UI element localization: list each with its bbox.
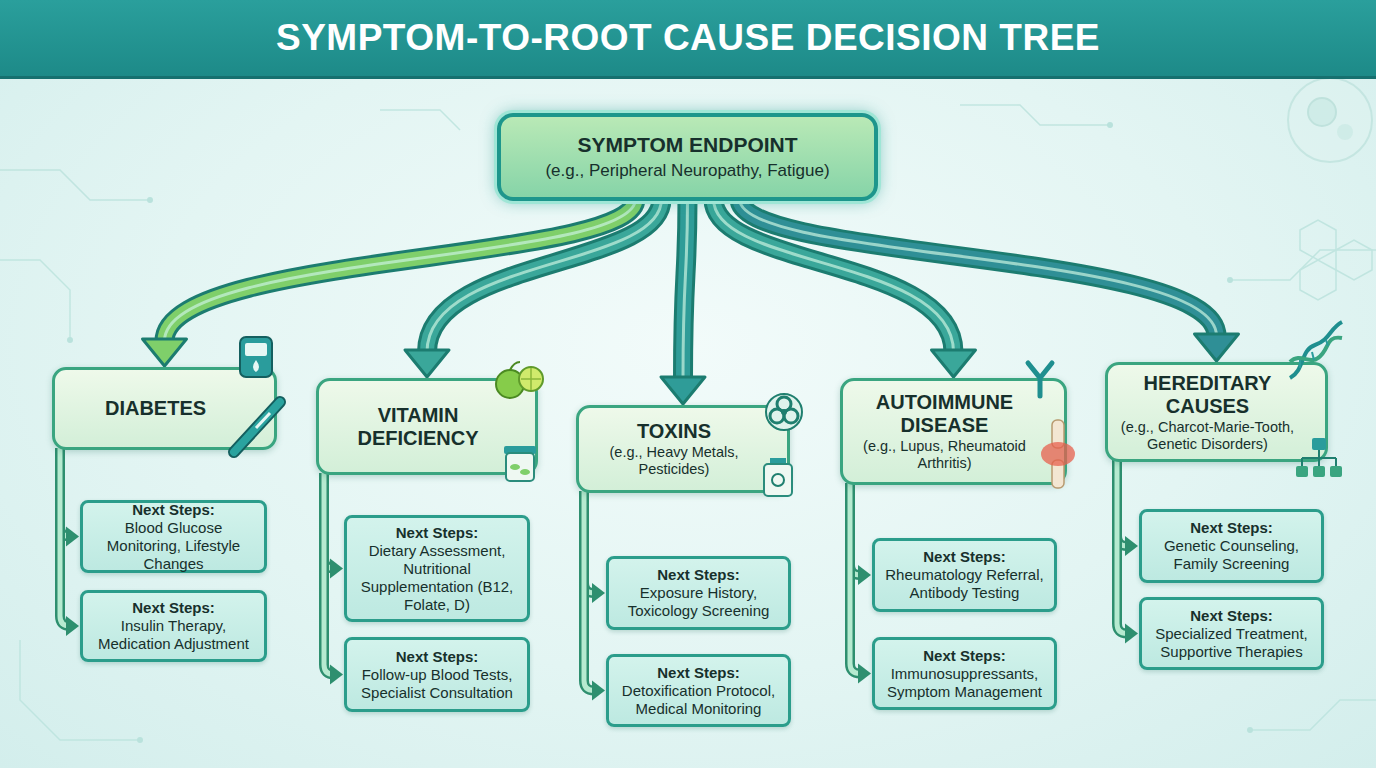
next-step-box: Next Steps:Dietary Assessment, Nutrition…: [344, 515, 530, 622]
node-heading: VITAMIN DEFICIENCY: [327, 404, 509, 450]
arrow-head: [661, 377, 705, 404]
node-body: (e.g., Lupus, Rheumatoid Arthritis): [851, 438, 1038, 472]
connector-arrow: [850, 483, 871, 684]
node-heading: AUTOIMMUNE DISEASE: [851, 391, 1038, 437]
arrow-shaft: [683, 199, 688, 379]
connector-outline: [584, 491, 594, 691]
node-heading: Next Steps:: [132, 501, 215, 519]
next-step-box: Next Steps:Specialized Treatment, Suppor…: [1139, 597, 1324, 670]
arrow-shaft: [740, 199, 1217, 336]
connector-line: [1117, 460, 1127, 634]
cause-box: DIABETES: [52, 367, 277, 450]
next-step-box: Next Steps:Follow-up Blood Tests, Specia…: [344, 637, 530, 712]
next-step-box: Next Steps:Genetic Counseling, Family Sc…: [1139, 509, 1324, 583]
arrow-head: [858, 565, 871, 585]
node-body: Exposure History, Toxicology Screening: [614, 584, 783, 620]
node-heading: SYMPTOM ENDPOINT: [577, 133, 797, 157]
connector-line: [324, 473, 334, 675]
arrow-head: [66, 616, 79, 636]
diagram-title: SYMPTOM-TO-ROOT CAUSE DECISION TREE: [276, 17, 1100, 59]
arrow-head: [592, 681, 605, 701]
node-heading: Next Steps:: [396, 524, 479, 542]
arrow-head: [405, 350, 449, 377]
node-heading: Next Steps:: [1190, 519, 1273, 537]
next-step-box: Next Steps:Immunosuppressants, Symptom M…: [872, 637, 1057, 710]
connector-outline: [1117, 460, 1127, 634]
next-step-box: Next Steps:Detoxification Protocol, Medi…: [606, 654, 791, 727]
arrow-head: [66, 527, 79, 547]
connector-line: [850, 483, 860, 674]
arrow-glow: [683, 199, 688, 379]
connector-arrow: [405, 199, 662, 377]
symptom-box: SYMPTOM ENDPOINT (e.g., Peripheral Neurop…: [497, 113, 878, 201]
node-heading: Next Steps:: [923, 647, 1006, 665]
arrow-glow: [427, 199, 662, 352]
next-step-box: Next Steps:Blood Glucose Monitoring, Lif…: [80, 500, 267, 573]
arrow-head: [143, 339, 187, 366]
connector-arrow: [324, 473, 343, 685]
arrow-head: [932, 350, 976, 377]
connector-arrow: [143, 199, 636, 366]
node-body: (e.g., Heavy Metals, Pesticides): [587, 444, 761, 478]
node-heading: Next Steps:: [657, 566, 740, 584]
connector-arrow: [584, 491, 605, 701]
next-step-box: Next Steps:Exposure History, Toxicology …: [606, 556, 791, 630]
node-body: (e.g., Peripheral Neuropathy, Fatigue): [545, 161, 829, 181]
arrow-head: [1125, 536, 1138, 556]
node-heading: Next Steps:: [1190, 607, 1273, 625]
connector-arrow: [60, 448, 79, 636]
connector-outline: [850, 483, 860, 674]
arrow-head: [1125, 624, 1138, 644]
arrow-glow: [740, 199, 1217, 336]
node-body: Genetic Counseling, Family Screening: [1147, 537, 1316, 573]
next-step-box: Next Steps:Insulin Therapy, Medication A…: [80, 590, 267, 662]
node-heading: Next Steps:: [396, 648, 479, 666]
node-heading: HEREDITARY CAUSES: [1116, 372, 1299, 418]
node-body: Detoxification Protocol, Medical Monitor…: [614, 682, 783, 718]
node-heading: Next Steps:: [132, 599, 215, 617]
connector-line: [584, 491, 594, 691]
arrow-head: [330, 665, 343, 685]
arrow-shaft-outline: [427, 199, 662, 352]
connector-line: [60, 448, 70, 626]
node-heading: Next Steps:: [657, 664, 740, 682]
arrow-head: [858, 664, 871, 684]
node-heading: TOXINS: [637, 420, 711, 443]
node-body: Immunosuppressants, Symptom Management: [880, 665, 1049, 701]
connector-arrow: [740, 199, 1239, 361]
connector-outline: [324, 473, 334, 675]
node-body: Insulin Therapy, Medication Adjustment: [88, 617, 259, 653]
node-body: (e.g., Charcot-Marie-Tooth, Genetic Diso…: [1116, 419, 1299, 453]
arrow-shaft: [427, 199, 662, 352]
node-body: Follow-up Blood Tests, Specialist Consul…: [352, 666, 522, 702]
node-body: Dietary Assessment, Nutritional Suppleme…: [352, 542, 522, 614]
connector-arrow: [661, 199, 705, 404]
cause-box: HEREDITARY CAUSES(e.g., Charcot-Marie-To…: [1105, 362, 1328, 462]
connector-outline: [60, 448, 70, 626]
title-band: SYMPTOM-TO-ROOT CAUSE DECISION TREE: [0, 0, 1376, 79]
node-heading: Next Steps:: [923, 548, 1006, 566]
node-body: Rheumatology Referral, Antibody Testing: [880, 566, 1049, 602]
node-body: Blood Glucose Monitoring, Lifestyle Chan…: [88, 519, 259, 573]
node-body: Specialized Treatment, Supportive Therap…: [1147, 625, 1316, 661]
cause-box: TOXINS(e.g., Heavy Metals, Pesticides): [576, 405, 790, 493]
connector-arrow: [1117, 460, 1138, 644]
cause-box: AUTOIMMUNE DISEASE(e.g., Lupus, Rheumato…: [840, 378, 1067, 485]
arrow-shaft-outline: [683, 199, 688, 379]
cause-box: VITAMIN DEFICIENCY: [316, 378, 538, 475]
arrow-head: [330, 559, 343, 579]
arrow-head: [1195, 334, 1239, 361]
arrow-shaft-outline: [740, 199, 1217, 336]
node-heading: DIABETES: [105, 397, 206, 420]
next-step-box: Next Steps:Rheumatology Referral, Antibo…: [872, 538, 1057, 612]
arrow-head: [592, 583, 605, 603]
